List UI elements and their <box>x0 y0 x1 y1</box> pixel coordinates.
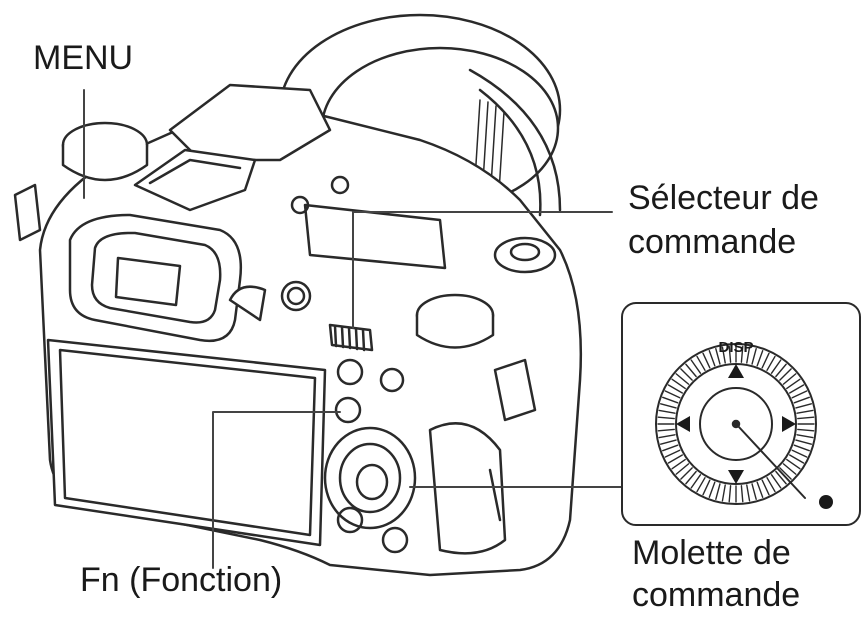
control-selector-label-line1: Sélecteur de <box>628 179 819 217</box>
knurl-tick <box>728 485 732 503</box>
knurl-tick <box>746 346 751 364</box>
control-wheel-label-line1: Molette de <box>632 534 791 572</box>
knurl-tick <box>746 484 751 502</box>
knurl-tick <box>779 368 792 381</box>
knurl-tick <box>680 368 693 381</box>
control-wheel-inset: DISP <box>621 302 861 526</box>
down-arrow-icon <box>728 470 744 484</box>
knurl-tick <box>664 449 681 458</box>
knurl-tick <box>680 467 693 480</box>
knurl-tick <box>664 390 681 399</box>
up-arrow-icon <box>728 364 744 378</box>
knurl-tick <box>685 363 697 378</box>
knurl-tick <box>658 409 676 414</box>
knurl-tick <box>667 384 684 394</box>
knurl-tick <box>791 390 808 399</box>
knurl-tick <box>708 350 716 367</box>
knurl-tick <box>667 454 684 464</box>
knurl-tick <box>788 454 805 464</box>
knurl-tick <box>770 359 782 374</box>
knurl-tick <box>766 476 776 493</box>
control-wheel-label-line2: commande <box>632 576 801 614</box>
knurl-tick <box>761 479 770 496</box>
knurl-tick <box>796 434 814 439</box>
knurl-tick <box>779 467 792 480</box>
fn-label: Fn (Fonction) <box>80 561 283 599</box>
knurl-tick <box>756 350 764 367</box>
control-selector-label-line2: commande <box>628 223 797 261</box>
knurl-tick <box>788 384 805 394</box>
wheel-knurling <box>657 345 815 503</box>
knurl-tick <box>795 439 813 445</box>
knurl-tick <box>715 483 721 501</box>
disp-label: DISP <box>718 339 753 356</box>
selector-leader <box>352 211 613 329</box>
knurl-tick <box>782 373 797 385</box>
knurl-tick <box>761 352 770 369</box>
knurl-tick <box>791 449 808 458</box>
knurl-tick <box>793 396 810 404</box>
knurl-tick <box>751 347 757 365</box>
knurl-tick <box>675 373 690 385</box>
knurl-tick <box>740 345 744 363</box>
knurl-tick <box>685 470 697 485</box>
right-arrow-icon <box>782 416 796 432</box>
knurl-tick <box>740 485 744 503</box>
left-arrow-icon <box>676 416 690 432</box>
fn-leader <box>212 411 341 569</box>
knurl-tick <box>671 378 686 390</box>
knurl-tick <box>662 444 679 452</box>
leader-lines <box>83 89 623 569</box>
knurl-tick <box>756 481 764 498</box>
knurl-tick <box>721 346 726 364</box>
knurl-tick <box>658 434 676 439</box>
knurl-tick <box>662 396 679 404</box>
knurl-tick <box>786 378 801 390</box>
menu-label: MENU <box>33 39 134 77</box>
knurl-tick <box>766 355 776 372</box>
knurl-tick <box>696 476 706 493</box>
knurl-tick <box>671 458 686 470</box>
knurl-tick <box>690 359 702 374</box>
knurl-tick <box>775 363 787 378</box>
knurl-tick <box>782 463 797 475</box>
knurl-tick <box>659 403 677 409</box>
knurl-tick <box>702 479 711 496</box>
center-dot-icon <box>819 495 833 509</box>
knurl-tick <box>775 470 787 485</box>
camera-body <box>13 83 583 577</box>
knurl-tick <box>786 458 801 470</box>
knurl-tick <box>795 403 813 409</box>
knurl-tick <box>796 409 814 414</box>
knurl-tick <box>797 428 815 432</box>
knurl-tick <box>659 439 677 445</box>
knurl-tick <box>708 481 716 498</box>
knurl-tick <box>702 352 711 369</box>
knurl-tick <box>690 474 702 489</box>
knurl-tick <box>657 428 675 432</box>
knurl-tick <box>675 463 690 475</box>
knurl-tick <box>715 347 721 365</box>
knurl-tick <box>721 484 726 502</box>
knurl-tick <box>696 355 706 372</box>
knurl-tick <box>770 474 782 489</box>
knurl-tick <box>657 416 675 420</box>
knurl-tick <box>751 483 757 501</box>
knurl-tick <box>728 345 732 363</box>
knurl-tick <box>797 416 815 420</box>
knurl-tick <box>793 444 810 452</box>
